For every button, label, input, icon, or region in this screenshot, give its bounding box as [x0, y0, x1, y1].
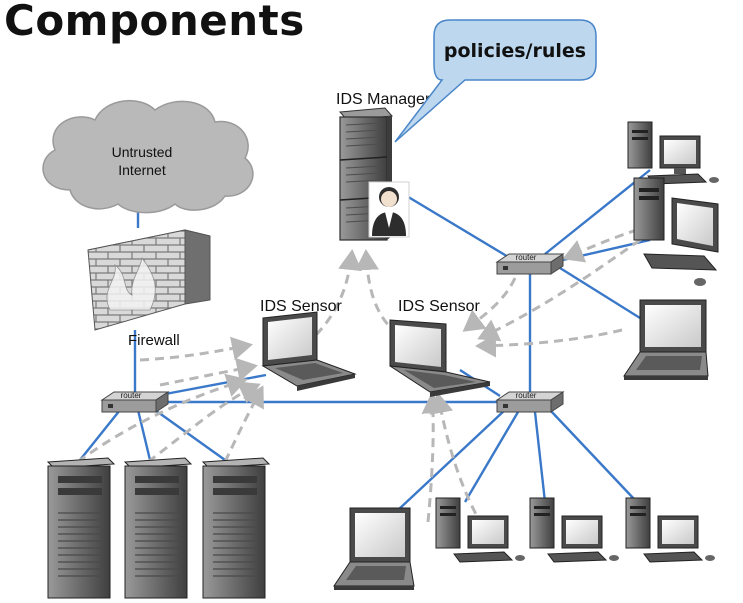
cloud-label-line-1: Untrusted: [112, 144, 173, 160]
router-right-label: router: [516, 391, 537, 400]
desktop-pc-bottom-2-icon: [529, 497, 619, 563]
server-tower-2-icon: [123, 457, 193, 599]
server-tower-1-icon: [46, 457, 116, 599]
policies-rules-callout: policies/rules: [394, 19, 597, 143]
network-links: [79, 169, 651, 511]
link-router-left-server-1: [79, 409, 121, 461]
cloud-label-line-2: Internet: [118, 162, 166, 178]
desktop-pc-top-icon: [627, 121, 719, 185]
link-manager-router-top: [404, 193, 511, 260]
arrow-server-1-to-sensor: [77, 373, 248, 464]
ids-sensor-left-label: IDS Sensor: [260, 298, 342, 315]
router-top-label: router: [516, 253, 537, 262]
laptop-bottom-icon: [333, 507, 415, 590]
router-right-icon: router: [495, 391, 565, 413]
ids-sensor-right-laptop-icon: [389, 319, 491, 397]
arrow-sensor-left-to-manager: [304, 249, 363, 347]
callout-text: policies/rules: [444, 40, 586, 62]
desktop-pc-bottom-3-icon: [625, 497, 715, 563]
arrow-pc-bottom-2-to-sensor: [421, 392, 446, 523]
link-router-right-pc-2: [533, 411, 547, 503]
ids-sensor-right-label: IDS Sensor: [398, 298, 480, 315]
ids-sensor-left-laptop-icon: [261, 311, 357, 391]
desktop-pc-right-icon: [633, 177, 719, 286]
server-tower-3-icon: [201, 457, 271, 599]
link-router-top-pc-1: [544, 169, 651, 255]
firewall-label: Firewall: [128, 332, 180, 349]
router-left-icon: router: [100, 391, 170, 413]
firewall-icon: [87, 229, 211, 331]
administrator-icon: [368, 181, 410, 238]
link-router-right-pc-3: [549, 409, 636, 501]
desktop-pc-bottom-1-icon: [435, 497, 525, 563]
arrow-router-to-sensor: [159, 357, 258, 387]
arrow-server-3-to-sensor: [223, 385, 264, 463]
link-router-left-server-3: [154, 409, 226, 461]
arrow-pc-to-sensor: [477, 238, 641, 342]
router-top-icon: router: [495, 253, 565, 275]
link-router-right-laptop: [397, 409, 506, 511]
router-left-label: router: [121, 391, 142, 400]
link-router-right-pc-1: [463, 411, 520, 503]
arrow-pc-bottom-1-to-sensor: [429, 392, 492, 541]
ids-manager-label: IDS Manager: [336, 91, 431, 108]
untrusted-internet-cloud: Untrusted Internet: [42, 100, 254, 214]
arrow-router-top-to-sensor: [462, 277, 517, 332]
laptop-right-icon: [623, 299, 709, 380]
link-router-left-server-2: [136, 409, 152, 461]
slide-title: Components: [4, 0, 305, 45]
arrow-laptop-to-sensor: [475, 328, 623, 358]
link-router-top-laptop: [559, 266, 641, 320]
